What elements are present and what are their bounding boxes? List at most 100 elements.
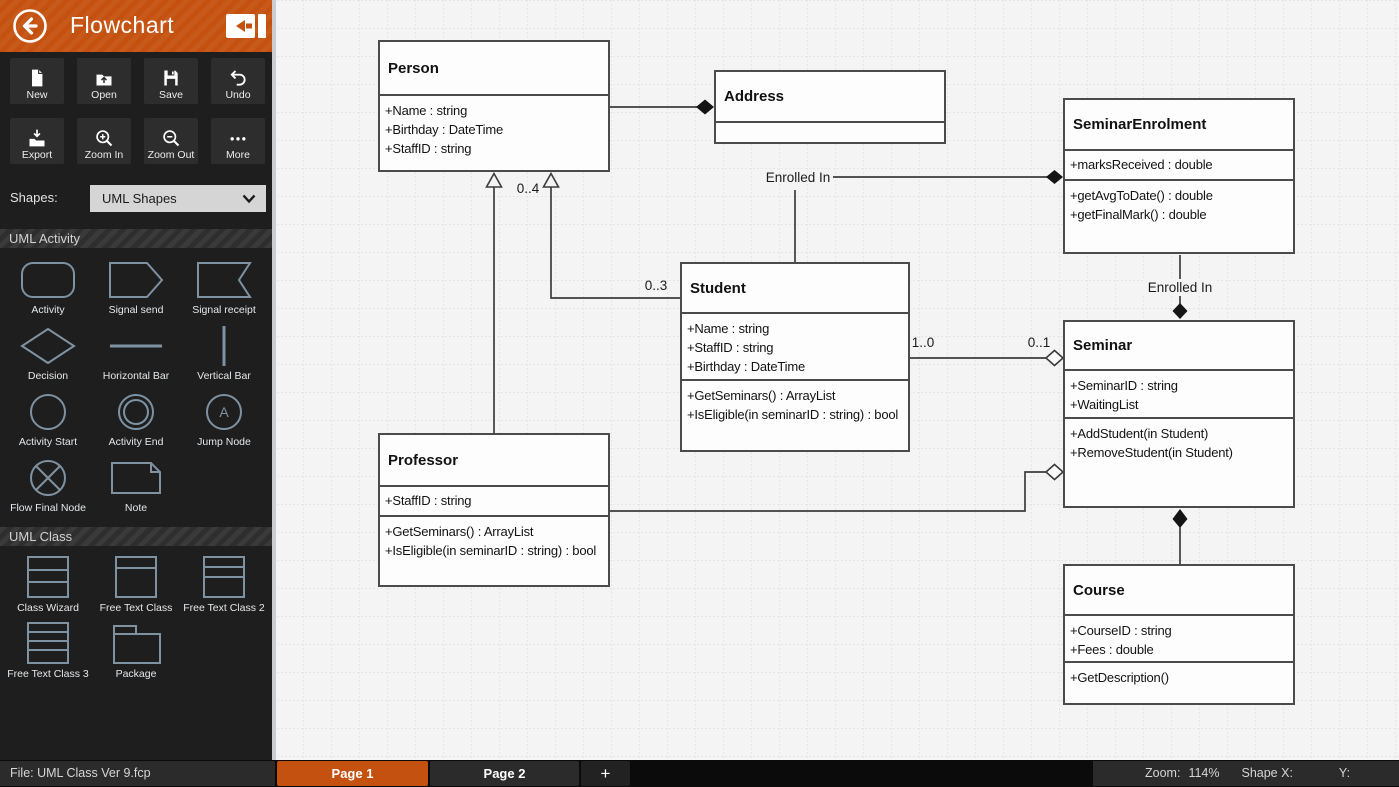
- export-icon: [29, 129, 45, 147]
- signal-send-icon: [109, 261, 164, 298]
- class-attributes: +CourseID : string +Fees : double: [1065, 614, 1293, 661]
- back-button[interactable]: [12, 8, 48, 44]
- flow-final-node-icon: [30, 459, 66, 496]
- class-name: Professor: [388, 451, 459, 469]
- connector-student-person[interactable]: 0..4 0..3: [517, 171, 680, 299]
- class-member: +marksReceived : double: [1070, 157, 1213, 172]
- class-member: +Name : string: [385, 103, 468, 118]
- connector-professor-person[interactable]: [485, 171, 503, 434]
- sidebar-scrollbar[interactable]: [272, 0, 276, 760]
- class-attributes: +StaffID : string: [380, 485, 608, 515]
- class-methods: +GetDescription(): [1065, 661, 1293, 703]
- connector-seminar-course[interactable]: [1172, 509, 1188, 564]
- class-member: +StaffID : string: [385, 493, 472, 508]
- collapse-panel-icon[interactable]: [225, 13, 267, 39]
- open-triangle-icon: [542, 171, 560, 188]
- association-label: Enrolled In: [766, 170, 831, 185]
- class-box-seminar[interactable]: Seminar +SeminarID : string +WaitingList…: [1063, 320, 1295, 508]
- palette-item-note[interactable]: Note: [92, 452, 180, 518]
- more-button[interactable]: More: [211, 118, 265, 164]
- toolbar: New Open Save: [10, 58, 265, 164]
- class-name: Course: [1073, 581, 1125, 599]
- shape-x-label: Shape X:: [1241, 766, 1293, 780]
- connector-seminarenrolment-seminar[interactable]: Enrolled In: [1143, 255, 1217, 319]
- class-box-seminarenrolment[interactable]: SeminarEnrolment +marksReceived : double…: [1063, 98, 1295, 254]
- new-button[interactable]: New: [10, 58, 64, 104]
- palette-item-package[interactable]: Package: [92, 617, 180, 683]
- section-header-uml-activity: UML Activity: [0, 229, 275, 248]
- tab-page-2[interactable]: Page 2: [430, 761, 579, 786]
- palette-item-signal-receipt[interactable]: Signal receipt: [180, 254, 268, 320]
- class-box-professor[interactable]: Professor +StaffID : string +GetSeminars…: [378, 433, 610, 587]
- filled-diamond-icon: [1172, 303, 1188, 319]
- palette-item-horizontal-bar[interactable]: Horizontal Bar: [92, 320, 180, 386]
- association-label: Enrolled In: [1148, 280, 1213, 295]
- class-member: +Birthday : DateTime: [687, 359, 805, 374]
- class-member: +GetSeminars() : ArrayList: [687, 388, 836, 403]
- class-member: +Birthday : DateTime: [385, 122, 503, 137]
- palette-uml-class: Class Wizard Free Text Class Free Text C…: [4, 551, 272, 683]
- zoom-out-button[interactable]: Zoom Out: [144, 118, 198, 164]
- palette-item-activity-start[interactable]: Activity Start: [4, 386, 92, 452]
- connector-person-address[interactable]: [610, 99, 714, 115]
- shapes-dropdown-value: UML Shapes: [102, 191, 177, 206]
- activity-end-icon: [118, 393, 154, 430]
- filled-diamond-icon: [1046, 170, 1063, 184]
- open-button[interactable]: Open: [77, 58, 131, 104]
- app-header: Flowchart: [0, 0, 275, 52]
- palette-item-free-text-class[interactable]: Free Text Class: [92, 551, 180, 617]
- palette-item-activity[interactable]: Activity: [4, 254, 92, 320]
- signal-receipt-icon: [197, 261, 252, 298]
- class-attributes: +Name : string +StaffID : string +Birthd…: [682, 312, 908, 379]
- palette-item-jump-node[interactable]: A Jump Node: [180, 386, 268, 452]
- free-text-class-icon: [115, 555, 157, 598]
- decision-diamond-icon: [20, 327, 76, 364]
- filled-diamond-icon: [1172, 509, 1188, 528]
- palette-item-decision[interactable]: Decision: [4, 320, 92, 386]
- palette-item-free-text-class-3[interactable]: Free Text Class 3: [4, 617, 92, 683]
- zoom-in-icon: [96, 130, 113, 147]
- class-box-course[interactable]: Course +CourseID : string +Fees : double…: [1063, 564, 1295, 705]
- multiplicity-label: 1..0: [912, 335, 935, 350]
- class-member: +RemoveStudent(in Student): [1070, 445, 1233, 460]
- open-triangle-icon: [485, 171, 503, 188]
- class-attributes: +marksReceived : double: [1065, 149, 1293, 179]
- zoom-in-button[interactable]: Zoom In: [77, 118, 131, 164]
- file-name-label: File: UML Class Ver 9.fcp: [0, 761, 275, 786]
- palette-item-free-text-class-2[interactable]: Free Text Class 2: [180, 551, 268, 617]
- palette-item-signal-send[interactable]: Signal send: [92, 254, 180, 320]
- export-button[interactable]: Export: [10, 118, 64, 164]
- palette-item-class-wizard[interactable]: Class Wizard: [4, 551, 92, 617]
- palette-item-activity-end[interactable]: Activity End: [92, 386, 180, 452]
- free-text-class-2-icon: [203, 555, 245, 598]
- add-page-button[interactable]: +: [581, 761, 630, 786]
- shapes-label: Shapes:: [10, 190, 58, 205]
- activity-shape-icon: [21, 261, 75, 298]
- class-name: SeminarEnrolment: [1073, 116, 1207, 133]
- class-member: +StaffID : string: [687, 340, 774, 355]
- class-member: +IsEligible(in seminarID : string) : boo…: [385, 543, 597, 558]
- class-methods: +getAvgToDate() : double +getFinalMark()…: [1065, 179, 1293, 252]
- class-box-person[interactable]: Person +Name : string +Birthday : DateTi…: [378, 40, 610, 172]
- shapes-dropdown[interactable]: UML Shapes: [90, 185, 266, 212]
- tab-page-1[interactable]: Page 1: [277, 761, 428, 786]
- class-member: +StaffID : string: [385, 141, 472, 156]
- note-icon: [111, 461, 161, 494]
- undo-icon: [230, 70, 246, 86]
- class-box-student[interactable]: Student +Name : string +StaffID : string…: [680, 262, 910, 452]
- package-icon: [113, 624, 161, 664]
- class-box-address[interactable]: Address: [714, 70, 946, 144]
- drawing-canvas[interactable]: 0..4 0..3 Enrolled In Enrolled In: [275, 0, 1399, 760]
- class-methods: +GetSeminars() : ArrayList +IsEligible(i…: [682, 379, 908, 450]
- class-attributes: +Name : string +Birthday : DateTime +Sta…: [380, 94, 608, 170]
- connector-student-seminarenrolment[interactable]: Enrolled In: [766, 170, 1063, 262]
- jump-node-icon: A: [206, 393, 242, 430]
- palette-item-vertical-bar[interactable]: Vertical Bar: [180, 320, 268, 386]
- palette-item-flow-final-node[interactable]: Flow Final Node: [4, 452, 92, 518]
- sidebar: Flowchart New Open: [0, 0, 275, 760]
- class-wizard-icon: [27, 555, 69, 598]
- save-button[interactable]: Save: [144, 58, 198, 104]
- connector-student-seminar[interactable]: 1..0 0..1: [910, 335, 1065, 367]
- undo-button[interactable]: Undo: [211, 58, 265, 104]
